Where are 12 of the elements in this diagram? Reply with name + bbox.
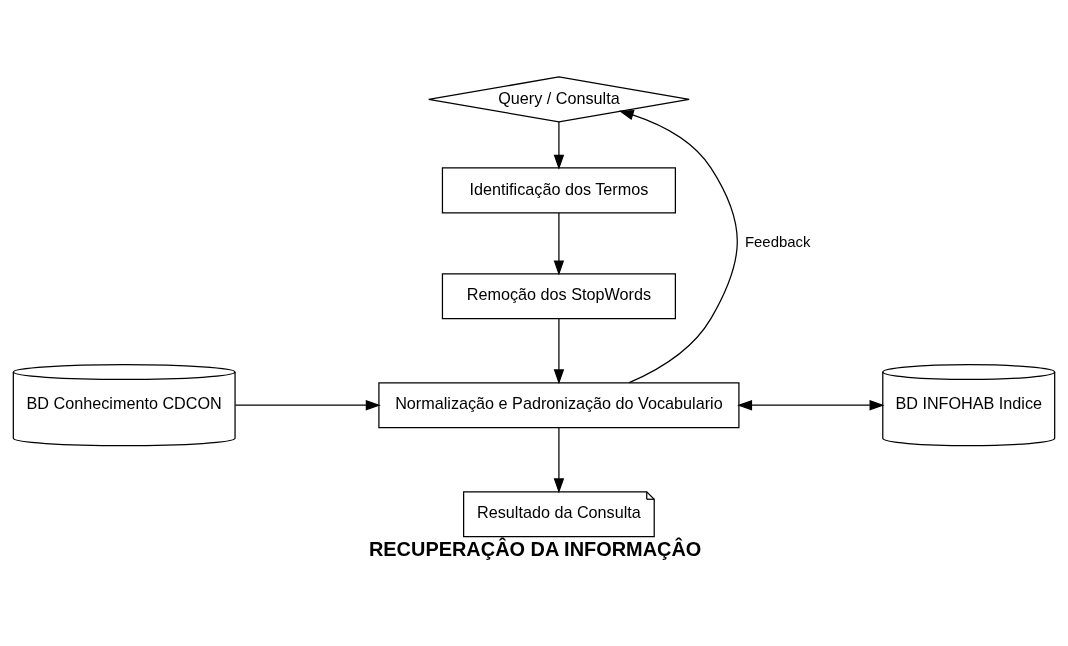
node-box: Remoção dos StopWords xyxy=(441,273,676,320)
arrow xyxy=(234,399,381,411)
edge-label: Feedback xyxy=(744,233,811,251)
arrow xyxy=(553,318,565,385)
arrow xyxy=(553,121,565,170)
arrow xyxy=(553,212,565,276)
arrow xyxy=(737,399,885,411)
caption: RECUPERAÇÂO DA INFORMAÇÂO xyxy=(368,538,702,561)
arrow xyxy=(553,427,565,494)
arrow xyxy=(618,110,738,384)
node-box: Normalização e Padronização do Vocabulario xyxy=(378,382,740,429)
node-box: Identificação dos Termos xyxy=(441,167,676,214)
